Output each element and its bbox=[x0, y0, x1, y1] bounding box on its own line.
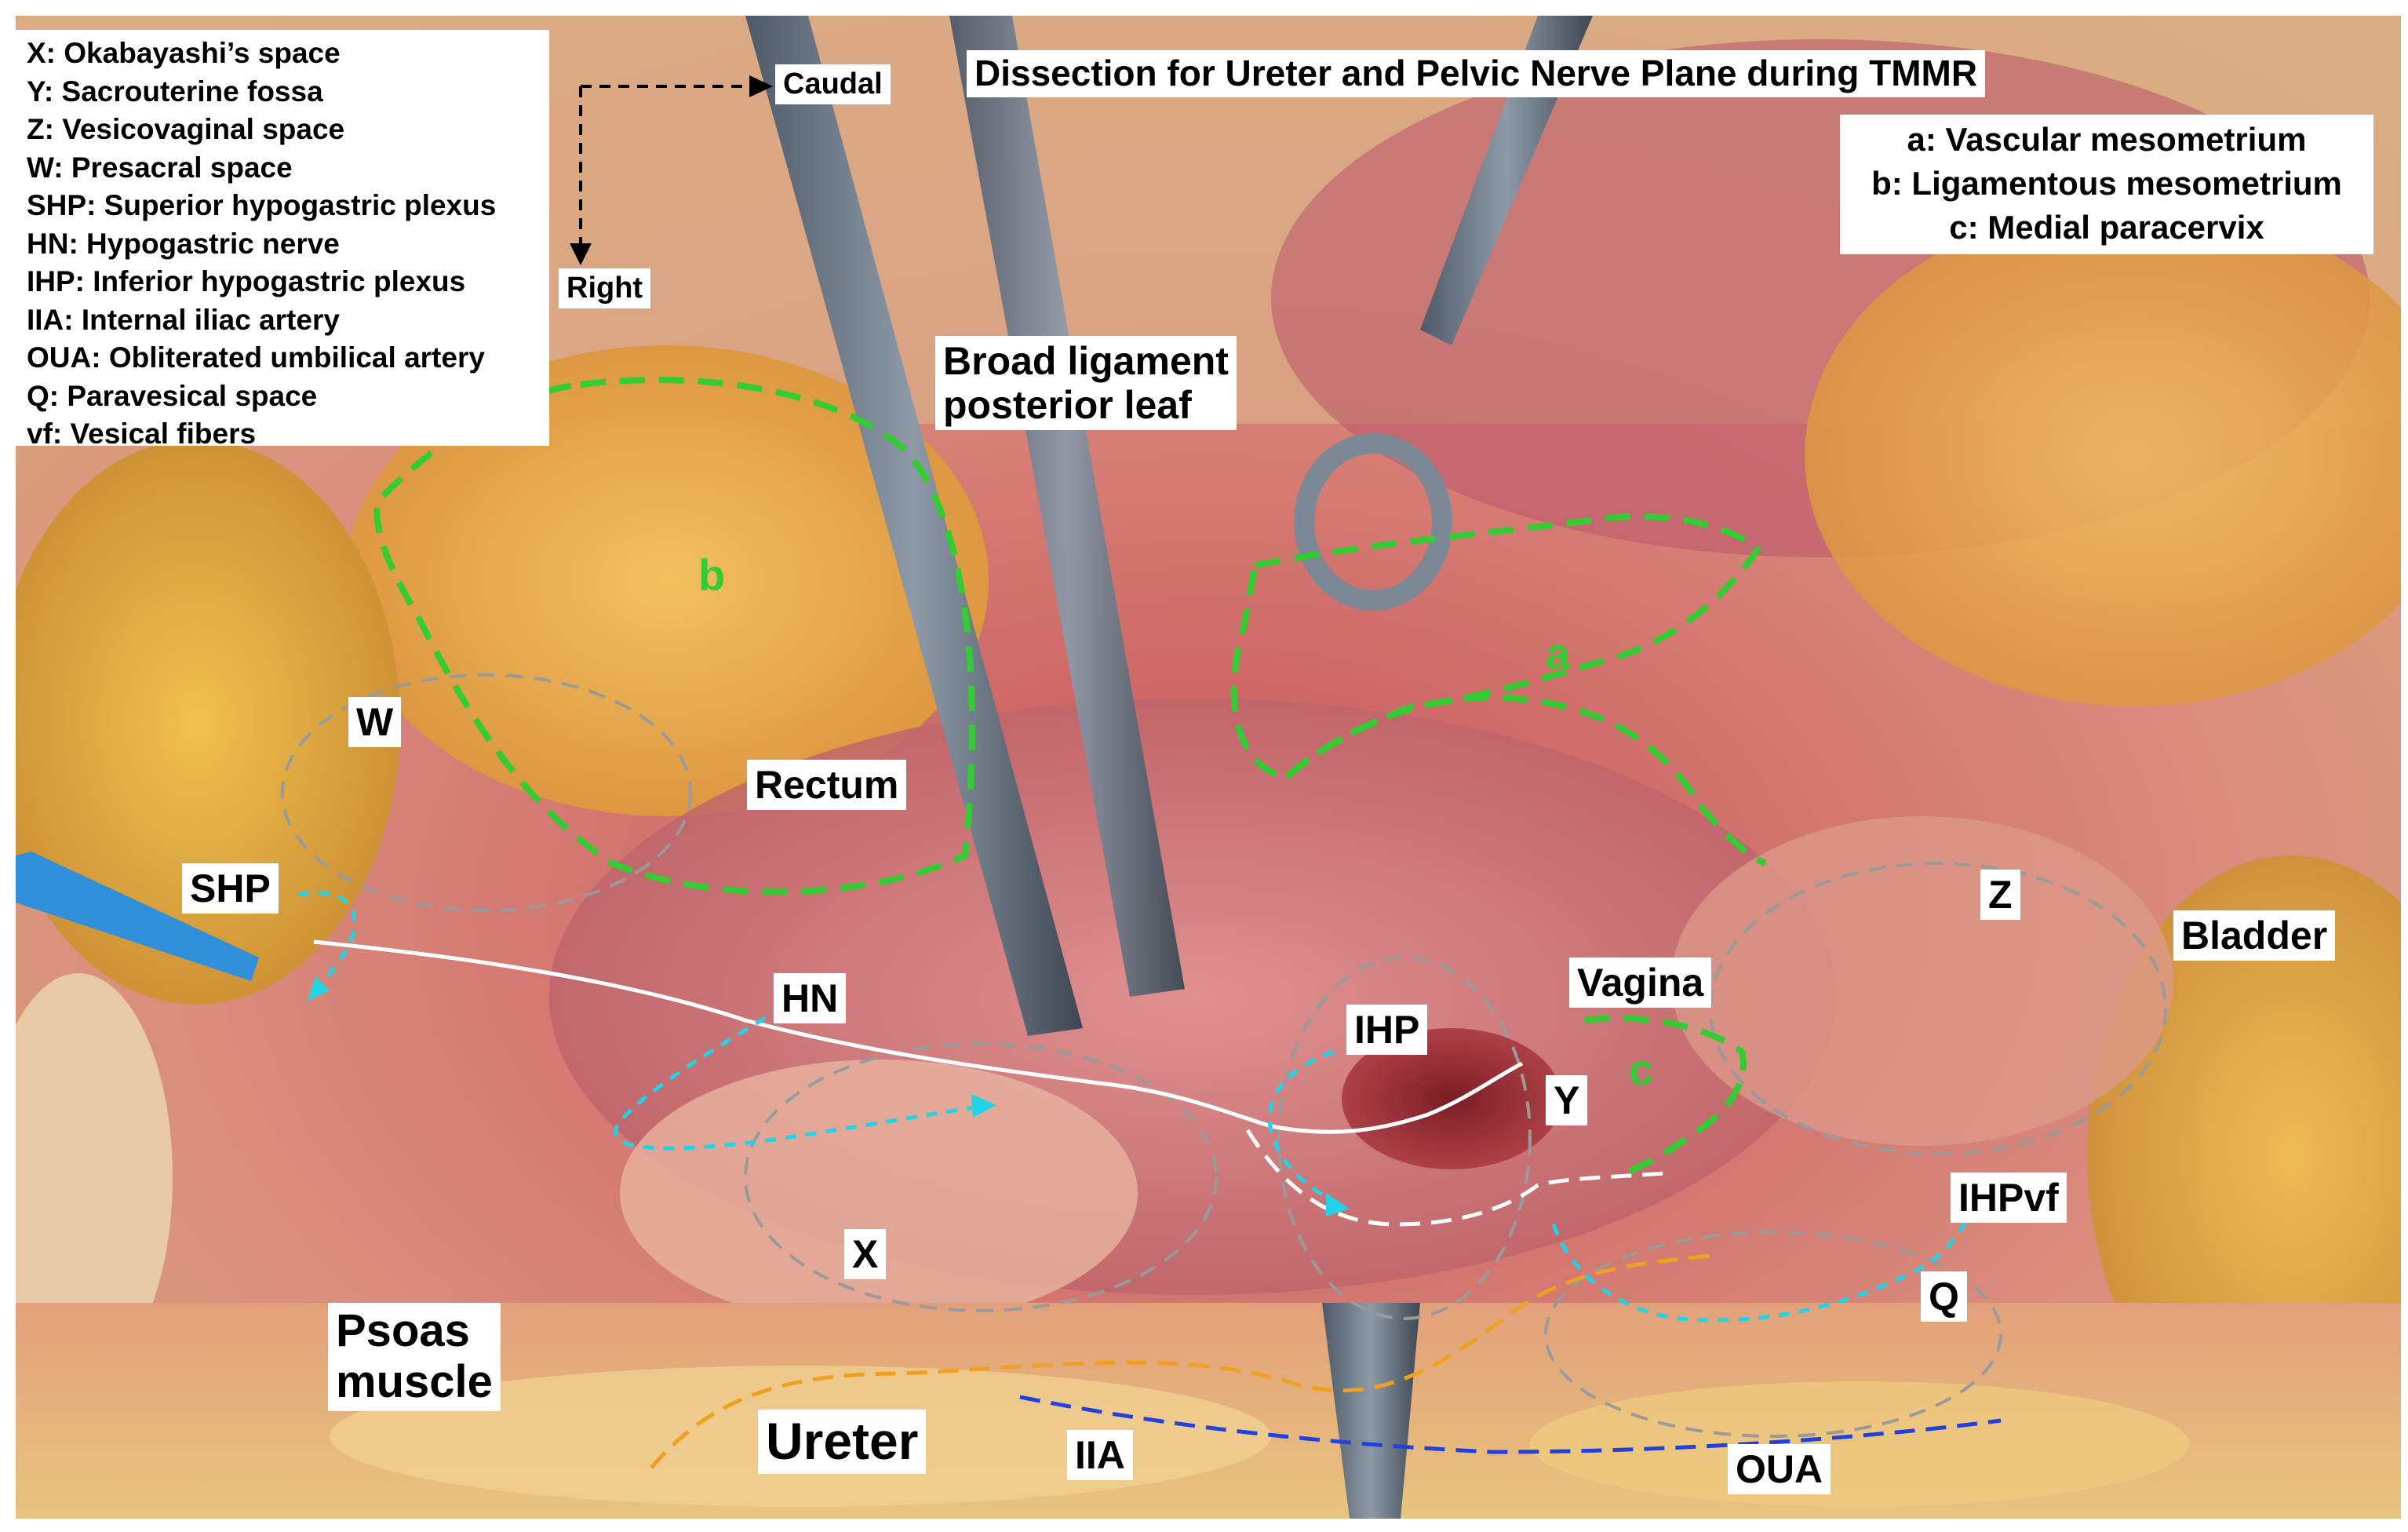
space-outlines bbox=[281, 673, 2167, 1438]
mesometrium-item-c: c: Medial paracervix bbox=[1949, 209, 2264, 246]
psoas-line-1: Psoas bbox=[336, 1305, 470, 1356]
iia-path bbox=[1019, 1395, 2002, 1454]
ureter-path bbox=[650, 1253, 1711, 1469]
mesometrium-item-a: a: Vascular mesometrium bbox=[1907, 121, 2307, 158]
okabayashi-space-label: X bbox=[844, 1229, 887, 1279]
legend: X: Okabayashi’s space Y: Sacrouterine fo… bbox=[16, 30, 549, 450]
ligamentous-mesometrium-letter: b bbox=[698, 550, 726, 600]
legend-item-ihp: IHP: Inferior hypogastric plexus bbox=[27, 265, 466, 297]
broad-ligament-label: Broad ligament posterior leaf bbox=[935, 336, 1237, 430]
legend-item-q: Q: Paravesical space bbox=[27, 379, 318, 412]
iia-label: IIA bbox=[1067, 1430, 1133, 1480]
vascular-mesometrium-outline bbox=[1230, 513, 1762, 781]
rectum-label: Rectum bbox=[747, 760, 907, 810]
shp-arrowhead bbox=[308, 976, 330, 1001]
ihp-label: IHP bbox=[1346, 1005, 1428, 1055]
nerve-plane-dashed bbox=[1245, 1129, 1664, 1227]
orientation-arrowheads bbox=[570, 75, 773, 265]
broad-ligament-line-1: Broad ligament bbox=[943, 339, 1229, 383]
okabayashi-space-outline bbox=[744, 1042, 1218, 1312]
pelvic-nerve-plane-line bbox=[313, 939, 1524, 1134]
vagina-label: Vagina bbox=[1569, 958, 1712, 1008]
bladder-label: Bladder bbox=[2173, 910, 2336, 961]
legend-item-y: Y: Sacrouterine fossa bbox=[27, 75, 323, 108]
inferior-hypogastric-plexus-outline bbox=[1277, 956, 1532, 1320]
legend-item-x: X: Okabayashi’s space bbox=[27, 37, 341, 69]
right-arrowhead bbox=[570, 243, 592, 265]
psoas-line-2: muscle bbox=[336, 1355, 493, 1407]
vascular-mesometrium-outline-b bbox=[1284, 694, 1767, 866]
mesometrium-legend: a: Vascular mesometrium b: Ligamentous m… bbox=[1840, 115, 2373, 254]
caudal-arrowhead bbox=[749, 75, 773, 97]
hn-arrowhead bbox=[971, 1094, 996, 1118]
broad-ligament-line-2: posterior leaf bbox=[943, 383, 1192, 427]
paravesical-space-outline bbox=[1544, 1231, 2002, 1438]
nerve-arrows bbox=[297, 890, 1972, 1322]
sacrouterine-fossa-label: Y bbox=[1546, 1075, 1588, 1125]
legend-item-oua: OUA: Obliterated umbilical artery bbox=[27, 341, 485, 374]
psoas-muscle-label: Psoas muscle bbox=[328, 1303, 501, 1411]
presacral-space-label: W bbox=[348, 697, 402, 747]
hn-arrow bbox=[614, 994, 982, 1151]
vascular-mesometrium-letter: a bbox=[1546, 629, 1571, 678]
caudal-label: Caudal bbox=[775, 64, 891, 104]
legend-item-vf: vf: Vesical fibers bbox=[27, 418, 257, 450]
oua-label: OUA bbox=[1728, 1444, 1831, 1494]
mesometrium-outlines bbox=[373, 377, 1767, 1180]
ihp-arrow bbox=[1267, 1049, 1335, 1203]
shp-label: SHP bbox=[182, 863, 279, 914]
legend-item-iia: IIA: Internal iliac artery bbox=[27, 303, 340, 336]
paravesical-space-label: Q bbox=[1921, 1271, 1967, 1322]
mesometrium-item-b: b: Ligamentous mesometrium bbox=[1871, 165, 2342, 202]
legend-item-z: Z: Vesicovaginal space bbox=[27, 113, 345, 145]
presacral-space-outline bbox=[281, 673, 692, 912]
shp-arrow bbox=[297, 890, 357, 990]
legend-item-hn: HN: Hypogastric nerve bbox=[27, 227, 340, 260]
legend-item-w: W: Presacral space bbox=[27, 151, 293, 184]
ihpvf-label: IHPvf bbox=[1951, 1173, 2067, 1223]
vesicovaginal-space-outline bbox=[1709, 862, 2167, 1155]
hn-label: HN bbox=[774, 973, 847, 1023]
orientation-arrows bbox=[579, 85, 753, 251]
legend-item-shp: SHP: Superior hypogastric plexus bbox=[27, 189, 497, 221]
ihp-arrowhead bbox=[1326, 1193, 1350, 1216]
medial-paracervix-letter: c bbox=[1629, 1045, 1654, 1094]
ligamentous-mesometrium-outline bbox=[373, 377, 975, 895]
ureter-label: Ureter bbox=[758, 1410, 927, 1474]
right-label: Right bbox=[559, 268, 651, 308]
figure-title: Dissection for Ureter and Pelvic Nerve P… bbox=[967, 50, 1986, 97]
ihpvf-arrow bbox=[1551, 1212, 1972, 1322]
vesicovaginal-space-label: Z bbox=[1980, 870, 2020, 920]
medial-paracervix-outline bbox=[1584, 1015, 1747, 1180]
